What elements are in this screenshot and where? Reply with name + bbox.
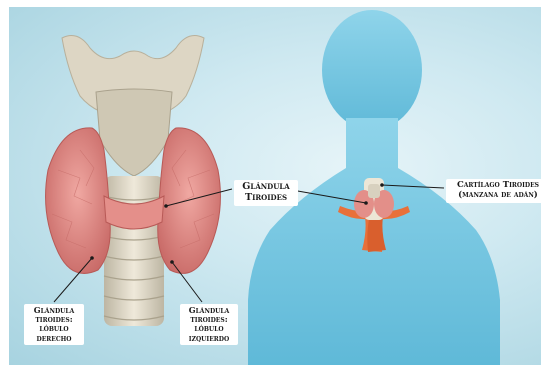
label-left-line4: izquierdo <box>184 334 234 343</box>
label-right-line4: derecho <box>28 334 80 343</box>
label-thyroid-cartilage: Cartílago Tiroides (manzana de adán) <box>446 179 550 203</box>
large-thyroid <box>46 36 221 326</box>
label-thyroid-gland: Glándula Tiroides <box>234 180 298 206</box>
label-cartilage-line2: (manzana de adán) <box>450 191 546 201</box>
label-right-lobe: Glándula tiroides: lóbulo derecho <box>24 304 84 345</box>
label-left-lobe: Glándula tiroides: lóbulo izquierdo <box>180 304 238 345</box>
label-thyroid-line2: Tiroides <box>238 193 294 204</box>
